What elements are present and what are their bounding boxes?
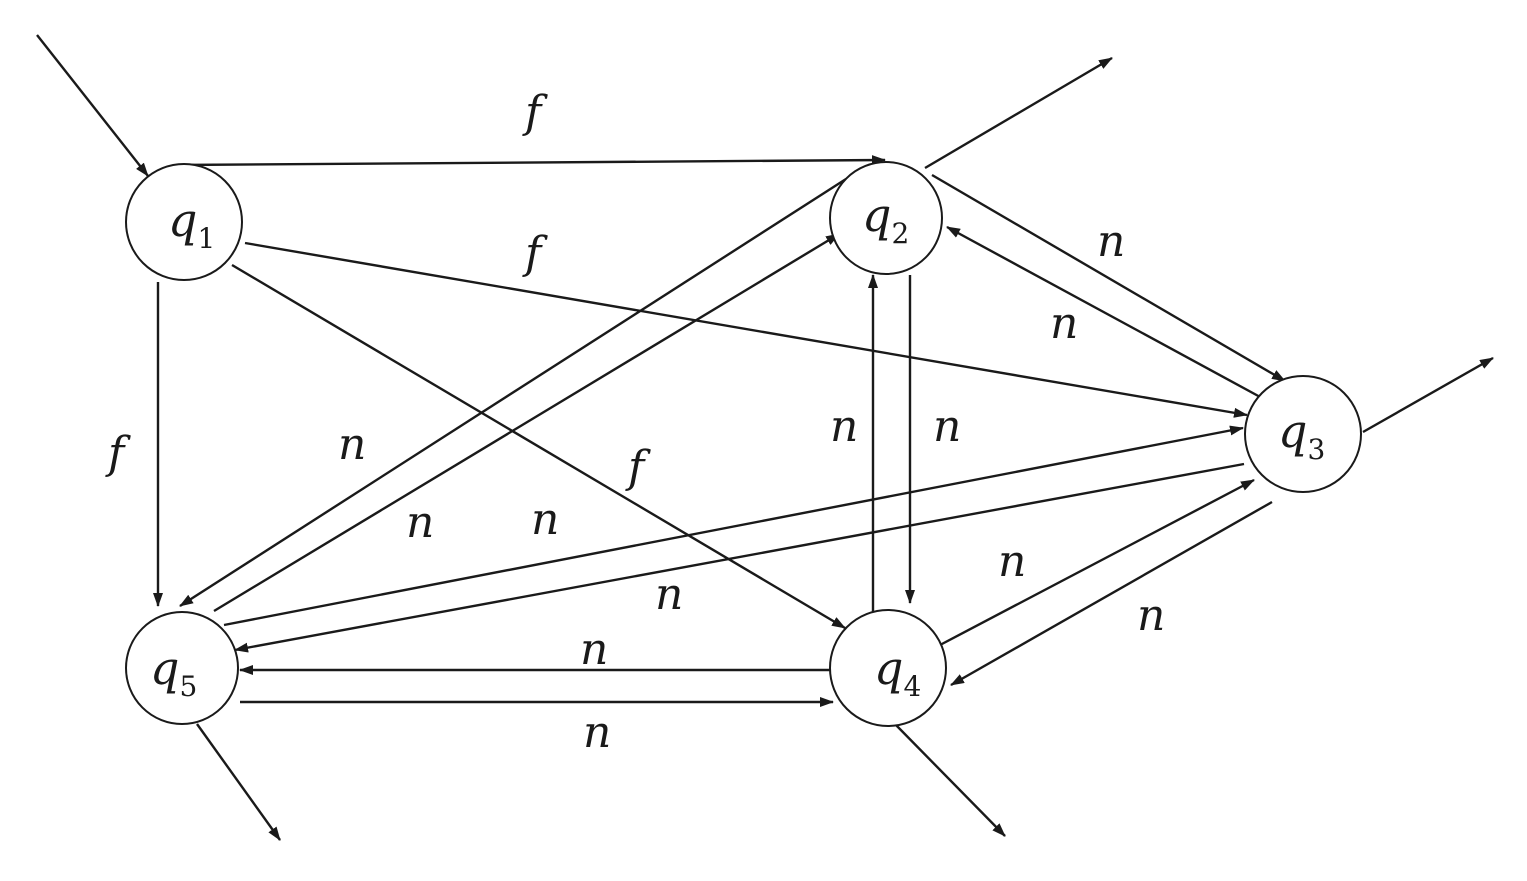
label-q3-q2: n: [1050, 298, 1078, 349]
edge-exit-q2: [924, 56, 1113, 170]
svg-text:q3: q3: [1278, 404, 1325, 466]
label-q2-q5: n: [338, 419, 366, 470]
edge-q1-q3: [244, 241, 1248, 418]
state-q1: q1: [125, 163, 243, 281]
edge-q5-q2: [213, 232, 840, 613]
edge-q3-q5: [234, 462, 1245, 653]
edge-exit-q4: [892, 721, 1006, 837]
svg-text:q5: q5: [150, 641, 197, 703]
label-q4-q3: n: [998, 536, 1026, 587]
state-q1-base: q: [168, 193, 197, 247]
edge-exit-q3: [1362, 356, 1494, 434]
label-q2-q3: n: [1097, 216, 1125, 267]
edge-q3-q4: [950, 500, 1273, 687]
label-q3-q5: n: [655, 569, 683, 620]
edge-q2-q5: [179, 177, 847, 608]
label-q5-q4: n: [583, 707, 611, 758]
edge-q1-q2: [175, 155, 886, 167]
label-q3-q4: n: [1137, 590, 1165, 641]
state-q4-base: q: [874, 641, 903, 695]
edge-q2-q3: [931, 173, 1286, 383]
edge-q4-q3: [939, 478, 1255, 647]
transitions-layer: [36, 34, 1494, 841]
state-q4: q4: [829, 609, 947, 727]
label-q1-q4: f: [625, 442, 651, 493]
edge-labels-layer: f f f f n n n n n n n n n n n n: [105, 87, 1165, 758]
state-q3-sub: 3: [1307, 433, 1325, 466]
edge-exit-q5: [196, 723, 281, 841]
edge-q5-q3: [223, 425, 1244, 627]
state-q5-base: q: [150, 641, 179, 695]
state-q2-sub: 2: [891, 217, 909, 250]
state-q2: q2: [829, 161, 943, 275]
label-q2-q4: n: [933, 401, 961, 452]
state-q4-sub: 4: [903, 670, 921, 703]
state-q3-base: q: [1278, 404, 1307, 458]
state-q2-base: q: [862, 188, 891, 242]
edge-q1-q4: [231, 263, 846, 630]
edge-initial-q1: [36, 34, 149, 177]
label-q5-q2: n: [406, 497, 434, 548]
svg-text:q1: q1: [168, 193, 215, 255]
state-q1-sub: 1: [197, 222, 215, 255]
svg-text:q4: q4: [874, 641, 921, 703]
states-layer: q1 q2 q3 q4 q5: [125, 161, 1362, 727]
label-q4-q2: n: [830, 401, 858, 452]
label-q4-q5: n: [580, 624, 608, 675]
label-q5-q3: n: [531, 494, 559, 545]
svg-text:q2: q2: [862, 188, 909, 250]
label-q1-q2: f: [522, 87, 548, 138]
state-q5: q5: [125, 611, 239, 725]
edge-q3-q2: [946, 225, 1263, 400]
label-q1-q3: f: [522, 228, 548, 279]
state-q5-sub: 5: [179, 670, 197, 703]
label-q1-q5: f: [105, 428, 131, 479]
state-q3: q3: [1244, 375, 1362, 493]
